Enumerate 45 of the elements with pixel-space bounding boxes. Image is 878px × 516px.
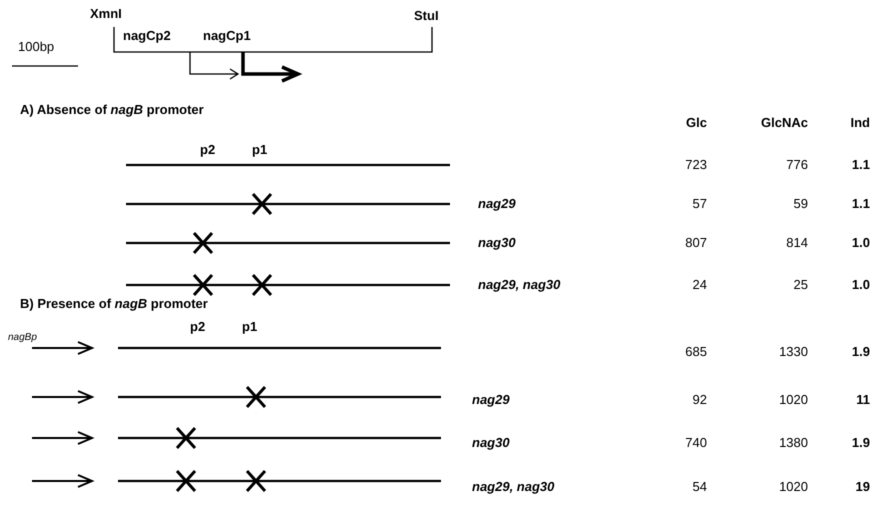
mutant-name: nag30 <box>478 235 516 251</box>
promoter-label: p2 <box>190 319 206 335</box>
site-label: XmnI <box>90 6 122 22</box>
column-header: Glc <box>686 115 707 131</box>
value-text: 1330 <box>779 344 808 360</box>
column-header: GlcNAc <box>761 115 808 131</box>
mutant-name: nag29, nag30 <box>478 277 560 293</box>
promoter-label: nagCp2 <box>123 28 171 44</box>
site-label: StuI <box>414 8 439 24</box>
value-text: 807 <box>685 235 707 251</box>
ratio-text: 1.1 <box>852 196 870 212</box>
ratio-text: 1.9 <box>852 344 870 360</box>
value-text: 740 <box>685 435 707 451</box>
ratio-text: 1.0 <box>852 277 870 293</box>
value-text: 685 <box>685 344 707 360</box>
mutant-name: nag30 <box>472 435 510 451</box>
value-text: 1380 <box>779 435 808 451</box>
ratio-text: 1.1 <box>852 157 870 173</box>
value-text: 1020 <box>779 392 808 408</box>
value-text: 59 <box>794 196 808 212</box>
scale-label: 100bp <box>18 39 54 55</box>
promoter-label: p1 <box>242 319 258 335</box>
value-text: 54 <box>692 479 707 495</box>
ratio-text: 11 <box>856 392 870 408</box>
value-text: 24 <box>692 277 707 293</box>
value-text: 814 <box>786 235 808 251</box>
ratio-text: 19 <box>856 479 870 495</box>
value-text: 57 <box>692 196 707 212</box>
mutant-name: nag29 <box>472 392 510 408</box>
mutant-name: nag29, nag30 <box>472 479 554 495</box>
value-text: 723 <box>685 157 707 173</box>
section-heading: B) Presence of nagB promoter <box>20 296 208 312</box>
section-heading: A) Absence of nagB promoter <box>20 102 204 118</box>
value-text: 776 <box>786 157 808 173</box>
ratio-text: 1.0 <box>852 235 870 251</box>
promoter-label: p1 <box>252 142 268 158</box>
ratio-text: 1.9 <box>852 435 870 451</box>
mutant-name: nag29 <box>478 196 516 212</box>
promoter-label: p2 <box>200 142 216 158</box>
value-text: 25 <box>794 277 808 293</box>
value-text: 1020 <box>779 479 808 495</box>
value-text: 92 <box>692 392 707 408</box>
column-header: Ind <box>850 115 870 131</box>
promoter-label: nagBp <box>8 331 37 345</box>
promoter-label: nagCp1 <box>203 28 251 44</box>
